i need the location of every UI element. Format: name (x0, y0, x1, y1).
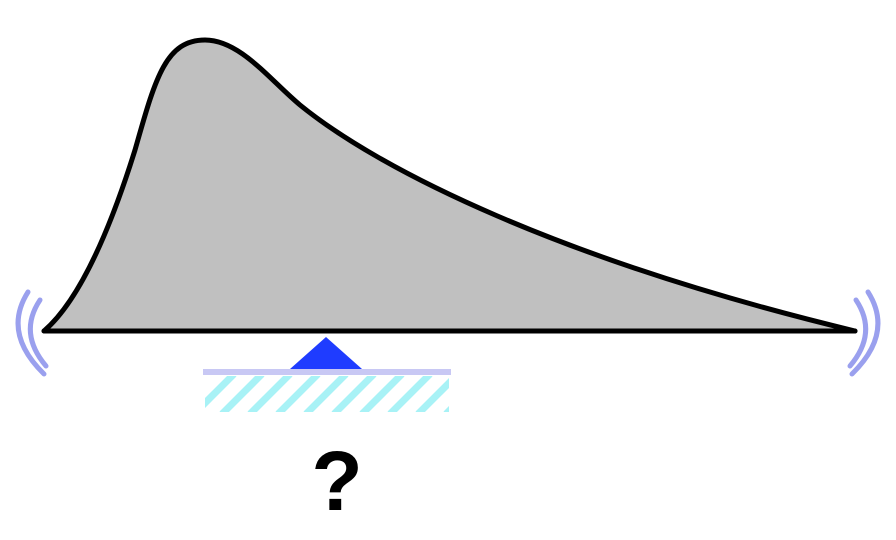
right-vibration-marks-icon (847, 289, 881, 377)
load-shape (41, 37, 858, 334)
hatched-ground-icon (203, 369, 451, 412)
triangle-support-icon[interactable] (290, 337, 362, 369)
left-vibration-arc-outer (15, 289, 47, 377)
question-mark: ? (311, 434, 362, 528)
left-vibration-marks-icon (15, 289, 49, 377)
right-vibration-arc-outer (849, 289, 881, 377)
left-vibration-arc-inner (27, 297, 49, 369)
right-vibration-arc-inner (847, 297, 869, 369)
